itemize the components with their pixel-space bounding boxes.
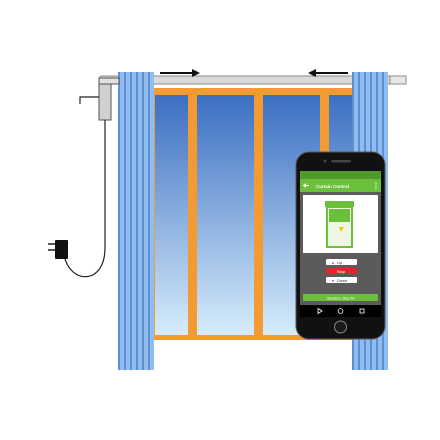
power-cable	[63, 120, 106, 278]
app-bottom-bar	[303, 294, 378, 301]
power-adapter-icon	[48, 240, 68, 259]
stop-button-label: Stop	[337, 269, 346, 274]
motor-top	[98, 77, 120, 85]
back-arrow-icon[interactable]	[303, 183, 309, 188]
up-button[interactable]	[326, 259, 357, 265]
app-status-bar	[300, 171, 381, 179]
down-button[interactable]	[326, 277, 357, 283]
home-circle-icon[interactable]	[337, 308, 344, 314]
control-bracket	[79, 96, 99, 104]
app-title: Curtain Control	[316, 184, 349, 189]
back-triangle-icon[interactable]	[317, 307, 323, 315]
motor-body	[98, 81, 112, 121]
arrow-right-icon	[160, 69, 200, 77]
stop-button[interactable]	[326, 268, 357, 274]
more-vert-icon[interactable]	[375, 182, 377, 189]
operation-status: Operation: Stop 0%	[327, 297, 355, 301]
phone-speaker	[331, 160, 351, 163]
rail-end-cap	[389, 75, 407, 85]
window-pane-2	[197, 95, 254, 335]
motor-unit	[98, 77, 120, 121]
down-button-label: Down	[337, 278, 347, 283]
up-arrow-icon: ▴	[332, 260, 334, 265]
up-button-label: Up	[337, 260, 343, 265]
smartphone: Curtain Control ▴ Up Stop ▾ Down Operati…	[295, 151, 386, 340]
down-arrow-icon: ▾	[332, 278, 334, 283]
window-pane-1	[155, 95, 188, 335]
mini-window-icon	[325, 201, 354, 248]
nav-bar	[300, 305, 381, 317]
curtain-left	[118, 72, 154, 370]
recents-square-icon[interactable]	[359, 308, 365, 314]
phone-home-button[interactable]	[334, 320, 347, 334]
phone-camera	[323, 159, 327, 163]
arrow-left-icon	[308, 69, 348, 77]
app-bar	[300, 179, 381, 192]
